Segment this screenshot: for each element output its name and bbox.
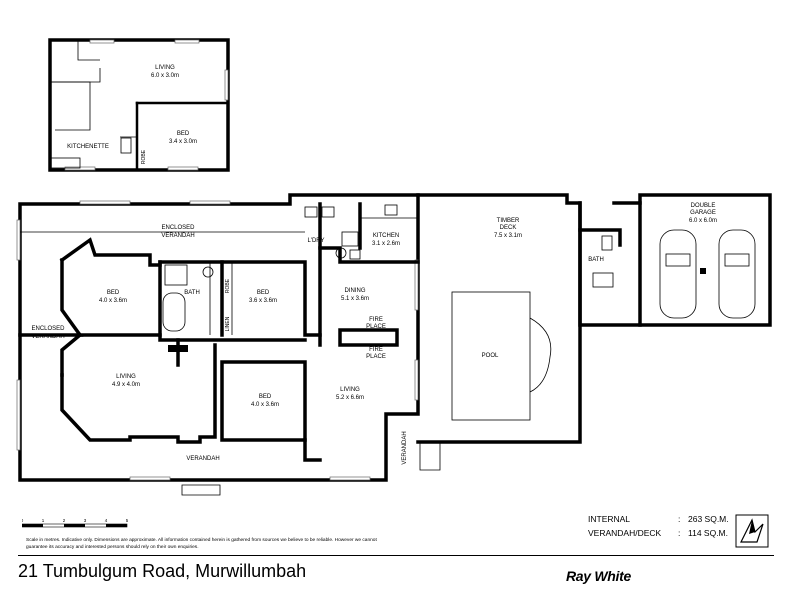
room-bed-left-name: BED: [107, 290, 120, 296]
room-enclosed-verandah-top-name: ENCLOSED: [161, 225, 195, 231]
room-double-garage-dim: 6.0 x 6.0m: [689, 218, 717, 224]
property-address: 21 Tumbulgum Road, Murwillumbah: [18, 561, 307, 581]
room-double-garage-name: DOUBLE: [691, 203, 716, 209]
room-linen-name: LINEN: [225, 316, 231, 331]
room-timber-deck-name2: DECK: [500, 225, 517, 231]
scale-tick: 1: [42, 518, 45, 523]
room-bath-garage-name: BATH: [588, 257, 604, 263]
area-value: 263 SQ.M.: [688, 514, 729, 524]
scale-tick: 2: [63, 518, 66, 523]
room-upper-living-dim: 6.0 x 3.0m: [151, 73, 179, 79]
room-enclosed-verandah-left-name: ENCLOSED: [31, 326, 65, 332]
room-kitchen-name: KITCHEN: [373, 233, 399, 239]
room-kitchen-dim: 3.1 x 2.6m: [372, 241, 400, 247]
scale-tick: 4: [105, 518, 108, 523]
room-dining-name: DINING: [345, 288, 366, 294]
room-verandah-side-name: VERANDAH: [402, 431, 408, 464]
room-fireplace-b-name: FIRE: [369, 347, 383, 353]
room-upper-robe-name: ROBE: [141, 149, 147, 164]
area-value: 114 SQ.M.: [688, 528, 728, 538]
north-arrow-icon: [735, 514, 769, 548]
main-house-walls: [16, 193, 420, 496]
room-verandah-front-name: VERANDAH: [186, 456, 219, 462]
deck-and-pool: [416, 193, 582, 471]
room-fireplace-a-name2: PLACE: [366, 324, 386, 330]
room-bed-centre-dim: 4.0 x 3.6m: [251, 402, 279, 408]
room-upper-bed-name: BED: [177, 131, 190, 137]
area-label: VERANDAH/DECK: [588, 528, 662, 538]
disclaimer-text: Scale in metres. Indicative only. Dimens…: [26, 538, 377, 550]
room-bed-mid-dim: 3.6 x 3.6m: [249, 298, 277, 304]
room-living-right-name: LIVING: [340, 387, 360, 393]
room-fireplace-b-name2: PLACE: [366, 354, 386, 360]
room-fireplace-a-name: FIRE: [369, 317, 383, 323]
room-enclosed-verandah-left-name2: VERANDAH: [31, 334, 64, 340]
room-laundry-name: L'DRY: [307, 238, 324, 244]
room-upper-living-name: LIVING: [155, 65, 175, 71]
room-living-left-dim: 4.9 x 4.0m: [112, 382, 140, 388]
room-bath-main-name: BATH: [184, 290, 200, 296]
area-separator: :: [678, 514, 681, 524]
room-bed-centre-name: BED: [259, 394, 272, 400]
scale-tick: 3: [84, 518, 87, 523]
room-robe-main-name: ROBE: [225, 278, 231, 293]
room-bed-left-dim: 4.0 x 3.6m: [99, 298, 127, 304]
room-bed-mid-name: BED: [257, 290, 270, 296]
room-enclosed-verandah-top-name2: VERANDAH: [161, 233, 194, 239]
room-timber-deck-name: TIMBER: [497, 218, 520, 224]
scale-tick: 5: [126, 518, 129, 523]
room-pool-name: POOL: [482, 353, 499, 359]
area-label: INTERNAL: [588, 514, 631, 524]
room-timber-deck-dim: 7.5 x 3.1m: [494, 233, 522, 239]
room-living-left-name: LIVING: [116, 374, 136, 380]
scale-tick: 0: [22, 518, 24, 523]
footer-rule: [18, 555, 774, 556]
room-kitchenette-name: KITCHENETTE: [67, 144, 109, 150]
room-living-right-dim: 5.2 x 6.6m: [336, 395, 364, 401]
brand-logo: Ray White: [566, 568, 631, 584]
scale-bar: 0 1 2 3 4 5: [22, 518, 129, 528]
room-dining-dim: 5.1 x 3.6m: [341, 296, 369, 302]
upper-floor: [48, 38, 230, 172]
room-double-garage-name2: GARAGE: [690, 210, 716, 216]
area-separator: :: [678, 528, 681, 538]
room-upper-bed-dim: 3.4 x 3.0m: [169, 139, 197, 145]
garage: [578, 193, 772, 327]
